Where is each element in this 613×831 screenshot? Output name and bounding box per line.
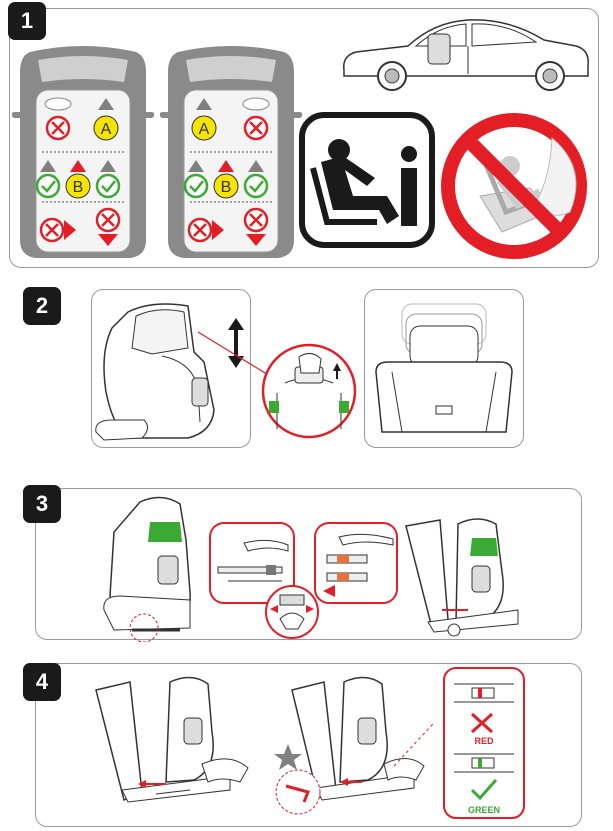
booster-seat-installed-view xyxy=(405,518,519,637)
check-icon xyxy=(35,173,61,199)
indicator-detail-panel xyxy=(443,667,525,819)
star-icon xyxy=(274,744,302,770)
car-side-view xyxy=(343,19,589,91)
seat-b-icon xyxy=(65,173,91,199)
red-cross-icon xyxy=(470,712,494,734)
isofix-release-detail xyxy=(265,585,319,639)
booster-seat-isofix-view xyxy=(103,496,191,642)
isize-seat-icon xyxy=(299,112,435,248)
arrow-up-icon xyxy=(98,98,114,110)
isofix-arm-detail xyxy=(314,522,398,604)
step-4-number: 4 xyxy=(23,663,61,701)
seat-a-icon xyxy=(191,115,217,141)
check-icon xyxy=(95,173,121,199)
red-indicator-label: RED xyxy=(474,736,494,746)
airbag-warning-icon: AIRBAG xyxy=(441,113,587,259)
headrest-handle-detail xyxy=(261,343,357,439)
green-indicator-label: GREEN xyxy=(467,805,500,815)
step-3-number: 3 xyxy=(23,485,61,523)
booster-seat-front-view xyxy=(375,303,513,433)
svg-text:A: A xyxy=(199,121,210,138)
car-top-view-left: A B xyxy=(12,46,154,258)
svg-text:B: B xyxy=(221,179,232,196)
headrest-adjust-arrow-icon xyxy=(228,318,244,368)
isofix-connector-detail xyxy=(209,522,295,604)
booster-seat-push-view xyxy=(95,676,249,803)
zoom-connector-line xyxy=(197,331,271,377)
booster-seat-fastened-view xyxy=(274,676,434,815)
booster-seat-side-view xyxy=(95,303,215,441)
svg-text:A: A xyxy=(101,121,112,138)
car-top-view-right: A B xyxy=(160,46,302,258)
seat-a-icon xyxy=(93,115,119,141)
green-check-icon xyxy=(470,779,498,801)
step-1-number: 1 xyxy=(8,2,46,40)
step-2-number: 2 xyxy=(23,287,61,325)
svg-text:B: B xyxy=(73,179,84,196)
